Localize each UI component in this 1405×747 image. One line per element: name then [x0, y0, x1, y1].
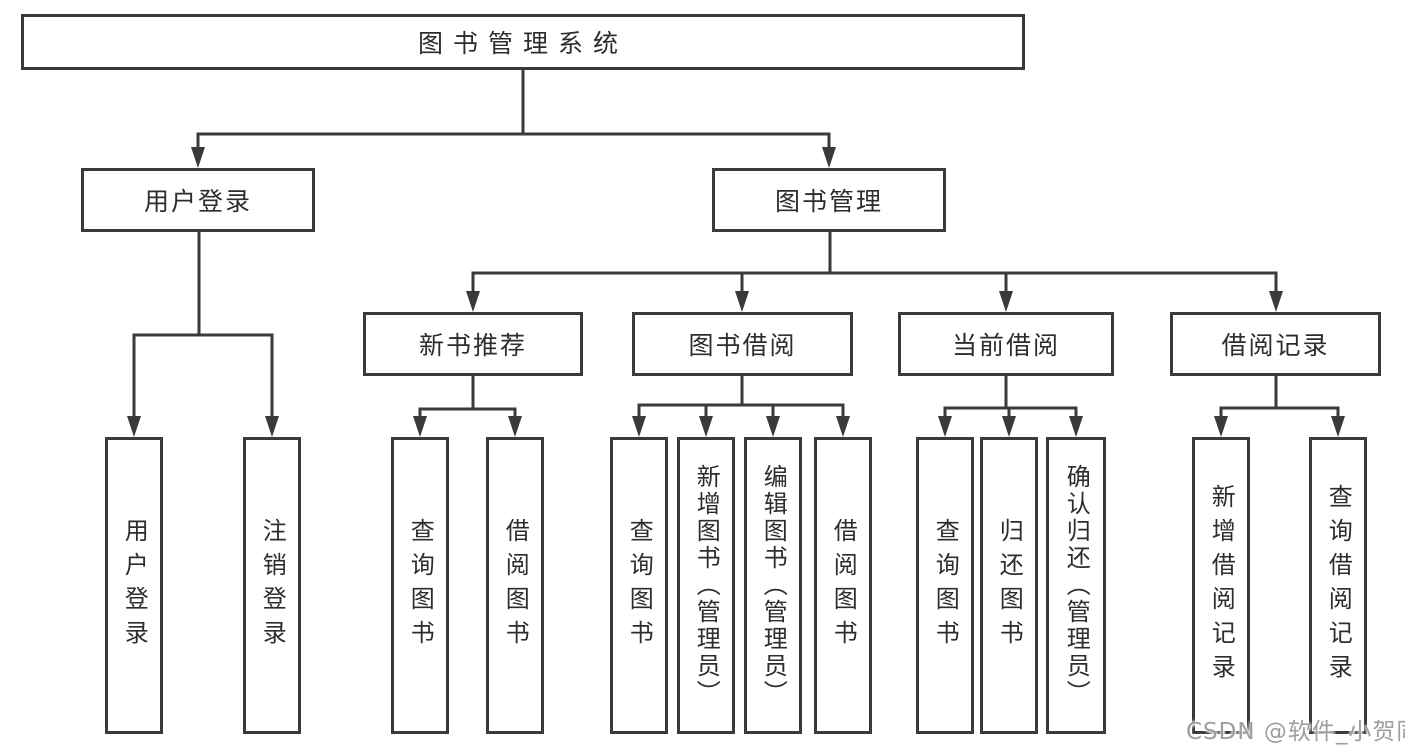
- node-label: 图书管理系统: [417, 29, 628, 58]
- node-leaf-cb-query-book: 查询图书: [916, 437, 974, 734]
- node-label: 新增借阅记录: [1207, 483, 1236, 688]
- node-library-management-system: 图书管理系统: [21, 14, 1025, 70]
- node-label: 确认归还（管理员）: [1062, 464, 1091, 707]
- node-label: 新增图书（管理员）: [692, 464, 721, 707]
- node-leaf-bb-edit-book-admin: 编辑图书（管理员）: [744, 437, 802, 734]
- node-leaf-logout: 注销登录: [243, 437, 301, 734]
- node-leaf-user-login: 用户登录: [105, 437, 163, 734]
- node-label: 注销登录: [258, 517, 287, 654]
- node-user-login: 用户登录: [81, 168, 315, 232]
- node-leaf-bb-add-book-admin: 新增图书（管理员）: [677, 437, 735, 734]
- node-leaf-cb-return-book: 归还图书: [980, 437, 1038, 734]
- node-label: 查询图书: [406, 517, 435, 654]
- node-label: 借阅图书: [829, 517, 858, 654]
- node-label: 查询借阅记录: [1324, 483, 1353, 688]
- node-label: 编辑图书（管理员）: [759, 464, 788, 707]
- node-leaf-nbr-query-book: 查询图书: [391, 437, 449, 734]
- node-label: 归还图书: [995, 517, 1024, 654]
- node-label: 图书管理: [774, 187, 883, 216]
- node-current-borrow: 当前借阅: [898, 312, 1114, 376]
- node-leaf-br-add-record: 新增借阅记录: [1192, 437, 1250, 734]
- node-label: 查询图书: [931, 517, 960, 654]
- node-label: 图书借阅: [688, 331, 797, 360]
- node-label: 用户登录: [120, 517, 149, 654]
- node-label: 用户登录: [143, 187, 252, 216]
- node-label: 新书推荐: [418, 331, 527, 360]
- node-leaf-bb-borrow-book: 借阅图书: [814, 437, 872, 734]
- node-borrow-record: 借阅记录: [1170, 312, 1381, 376]
- node-book-management: 图书管理: [712, 168, 946, 232]
- node-new-book-recommend: 新书推荐: [363, 312, 583, 376]
- node-leaf-br-query-record: 查询借阅记录: [1309, 437, 1367, 734]
- node-leaf-cb-confirm-return-admin: 确认归还（管理员）: [1046, 437, 1106, 734]
- watermark: CSDN @软件_小贺同学: [1186, 719, 1405, 745]
- node-leaf-nbr-borrow-book: 借阅图书: [486, 437, 544, 734]
- node-label: 查询图书: [625, 517, 654, 654]
- node-book-borrow: 图书借阅: [632, 312, 853, 376]
- node-label: 借阅图书: [501, 517, 530, 654]
- node-label: 当前借阅: [951, 331, 1060, 360]
- node-leaf-bb-query-book: 查询图书: [610, 437, 668, 734]
- node-label: 借阅记录: [1221, 331, 1330, 360]
